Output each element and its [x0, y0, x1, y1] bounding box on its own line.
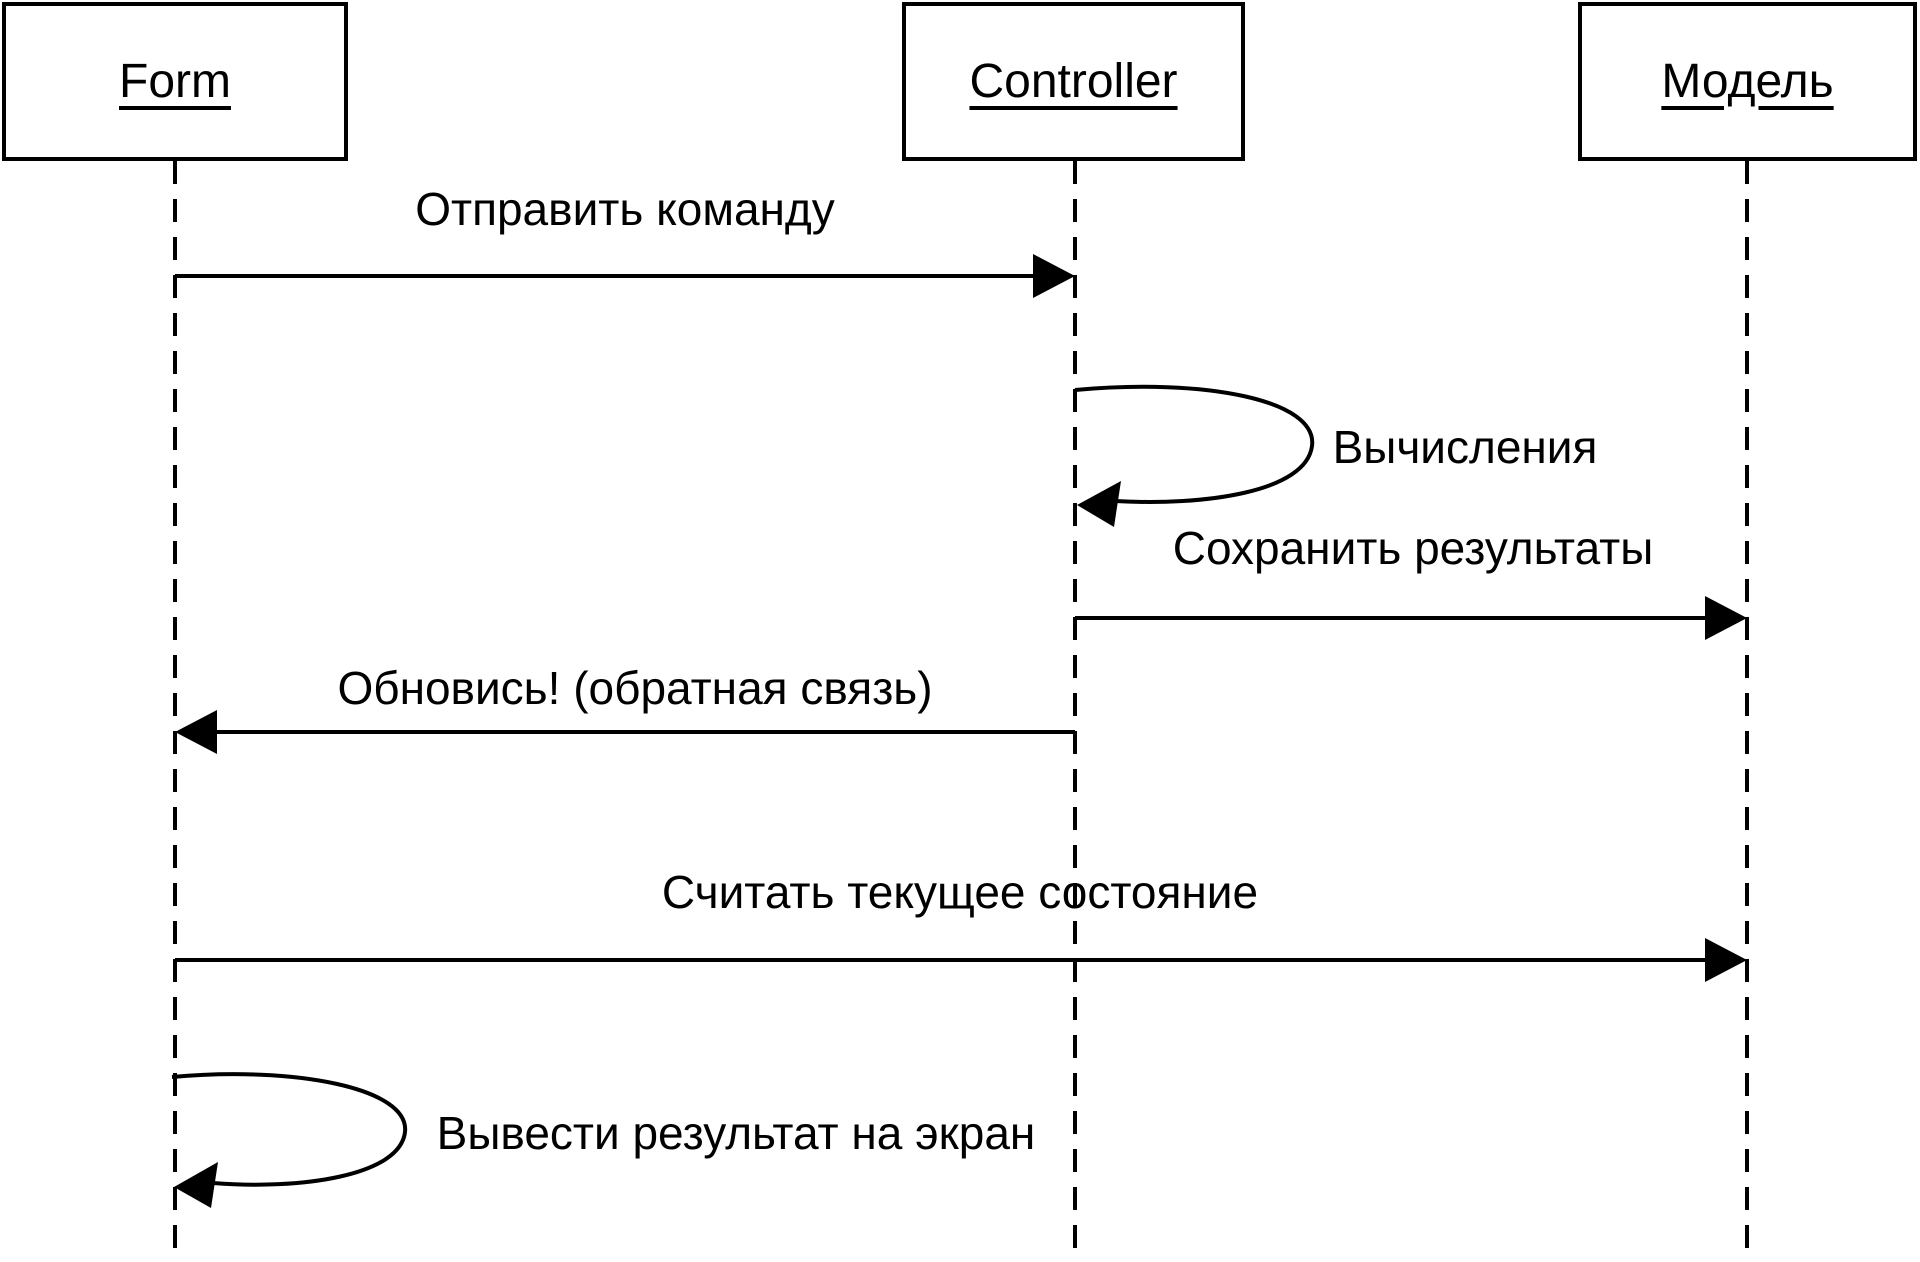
- actor-box-model: Модель: [1578, 2, 1917, 161]
- arrow-update-feedback-head: [175, 710, 217, 754]
- actor-label-form: Form: [119, 54, 231, 108]
- message-label-display-result: Вывести результат на экран: [436, 1107, 1036, 1159]
- message-label-update-feedback: Обновись! (обратная связь): [337, 662, 933, 714]
- arrow-read-state-head: [1705, 938, 1747, 982]
- message-label-read-state: Считать текущее состояние: [661, 866, 1259, 918]
- arrow-display-result-loop: [171, 1072, 408, 1187]
- arrow-display-result-head: [174, 1162, 218, 1208]
- actor-box-form: Form: [2, 2, 348, 161]
- actor-box-controller: Controller: [902, 2, 1245, 161]
- arrow-send-command-head: [1033, 254, 1075, 298]
- message-label-send-command: Отправить команду: [415, 183, 835, 235]
- actor-label-model: Модель: [1661, 54, 1834, 108]
- actor-label-controller: Controller: [969, 54, 1178, 108]
- arrow-save-results-head: [1705, 596, 1747, 640]
- message-label-save-results: Сохранить результаты: [1172, 522, 1654, 574]
- arrow-computations-loop: [1074, 384, 1315, 504]
- arrow-computations-head: [1077, 481, 1121, 527]
- message-label-computations: Вычисления: [1332, 421, 1598, 473]
